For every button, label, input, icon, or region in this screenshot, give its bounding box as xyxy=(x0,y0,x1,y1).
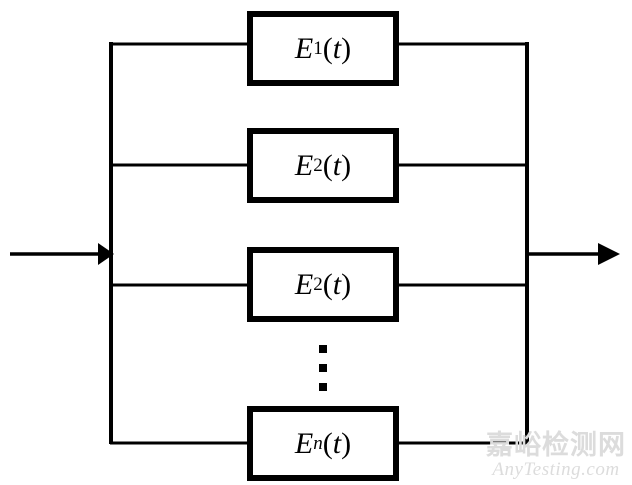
ellipsis-dot-1 xyxy=(319,345,327,353)
box-2-arg: (t) xyxy=(322,148,352,182)
element-box-1 xyxy=(247,11,399,86)
output-arrow-head xyxy=(598,243,620,265)
box-1-arg: (t) xyxy=(322,31,352,65)
input-arrow-head xyxy=(98,243,114,265)
box-4-subscript: n xyxy=(313,432,323,454)
box-3-subscript: 2 xyxy=(313,273,323,295)
box-2-base: E xyxy=(294,148,314,182)
box-2-subscript: 2 xyxy=(313,154,323,176)
element-box-2 xyxy=(247,128,399,203)
box-4-arg: (t) xyxy=(322,426,352,460)
box-1-subscript: 1 xyxy=(313,37,323,59)
element-box-3 xyxy=(247,247,399,322)
ellipsis-dot-3 xyxy=(319,383,327,391)
ellipsis-dot-2 xyxy=(319,364,327,372)
box-4-base: E xyxy=(294,426,314,460)
element-box-4 xyxy=(247,406,399,481)
box-1-base: E xyxy=(294,31,314,65)
box-3-arg: (t) xyxy=(322,267,352,301)
box-3-base: E xyxy=(294,267,314,301)
